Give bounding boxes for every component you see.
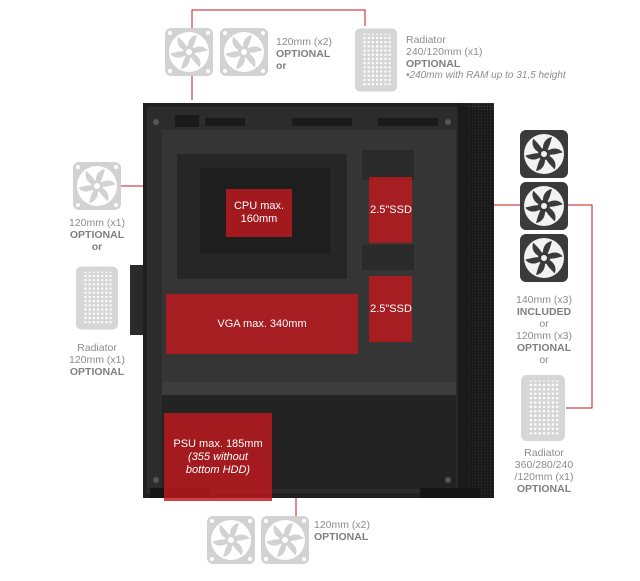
rear-fan-icon [73,162,121,210]
ssd-top-zone-label: 2.5"SSD [370,203,412,216]
bottom-fan-1-icon [207,516,255,564]
rear-radiator-label: Radiator 120mm (x1) OPTIONAL [68,342,125,378]
bottom-fan-2-icon [261,516,309,564]
front-radiator-icon [521,375,565,441]
vga-zone [166,294,358,354]
psu-zone-label: PSU max. 185mm (355 without bottom HDD) [173,437,263,476]
front-fan-2-icon [520,182,568,230]
front-fan-1-icon [520,130,568,178]
ssd-top-zone [369,177,412,243]
rear-fan-label: 120mm (x1) OPTIONAL or [68,217,125,253]
front-radiator-label: Radiator 360/280/240 /120mm (x1) OPTIONA… [514,447,574,495]
front-fan-3-icon [520,234,568,282]
ssd-bottom-zone [369,276,412,342]
top-radiator-label: Radiator 240/120mm (x1) OPTIONAL •240mm … [406,34,566,81]
bottom-fans-label: 120mm (x2) OPTIONAL [314,519,371,543]
top-fan-1-icon [165,28,213,76]
cpu-zone [226,189,292,237]
psu-zone [164,413,272,501]
top-fans-label: 120mm (x2) OPTIONAL or [276,36,333,72]
pc-case [130,103,494,498]
rear-radiator-icon [76,266,118,330]
vga-zone-label: VGA max. 340mm [217,317,307,330]
top-radiator-icon [355,28,397,92]
ssd-bottom-zone-label: 2.5"SSD [370,302,412,315]
cpu-zone-label: CPU max. 160mm [233,200,285,225]
top-fan-2-icon [220,28,268,76]
front-fans-label: 140mm (x3) INCLUDED or 120mm (x3) OPTION… [515,294,572,366]
